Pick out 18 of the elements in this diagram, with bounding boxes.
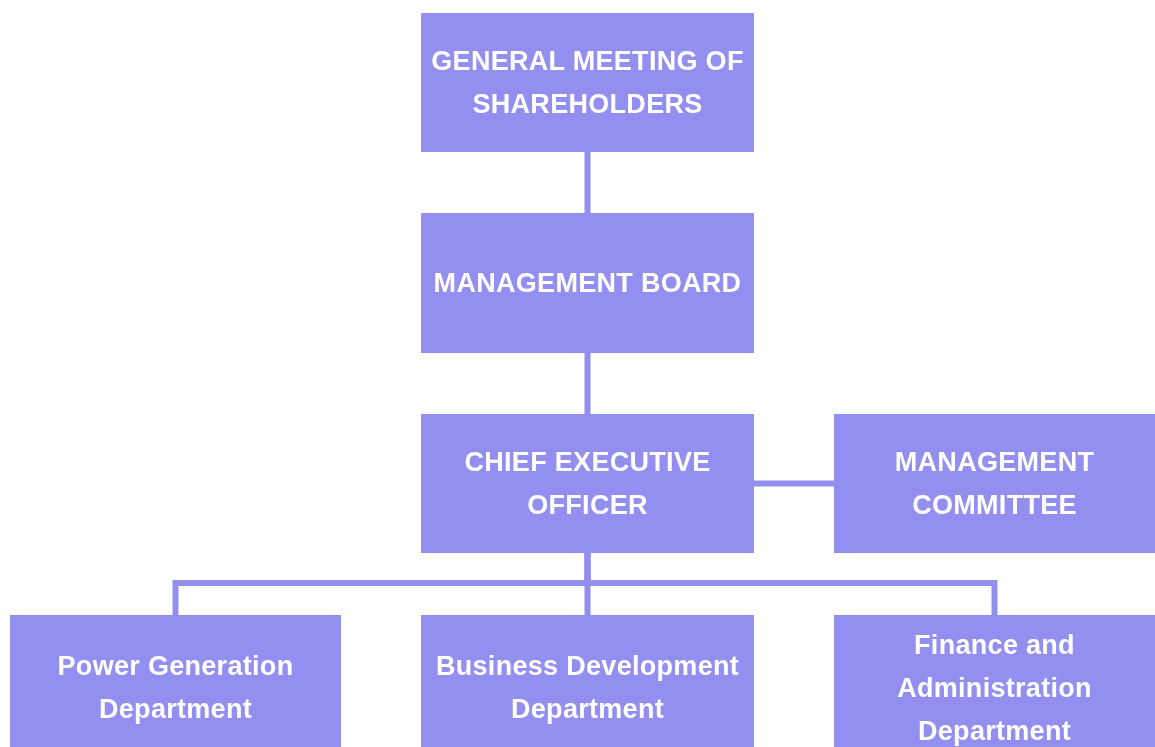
- unit-title: MANAGEMENT BOARD: [433, 266, 742, 300]
- org-unit-box: [421, 213, 754, 353]
- department-name: Power Generation Department: [56, 650, 295, 726]
- org-unit-box: [834, 414, 1155, 553]
- unit-title: CHIEF EXECUTIVE OFFICER: [463, 445, 712, 522]
- org-unit-box: [421, 13, 754, 152]
- department-name: Finance and Administration Department: [896, 628, 1093, 747]
- connector-line: [754, 480, 834, 487]
- org-unit-box: [421, 414, 754, 553]
- unit-title: GENERAL MEETING OF SHAREHOLDERS: [430, 44, 745, 121]
- connector-line: [584, 353, 591, 414]
- connector-line: [584, 553, 998, 615]
- unit-title: MANAGEMENT COMMITTEE: [893, 445, 1096, 522]
- org-unit-box: [421, 615, 754, 747]
- org-unit-box: [834, 615, 1155, 747]
- org-unit-box: [10, 615, 341, 747]
- department-name: Business Development Department: [434, 650, 741, 726]
- connector-line: [584, 152, 591, 213]
